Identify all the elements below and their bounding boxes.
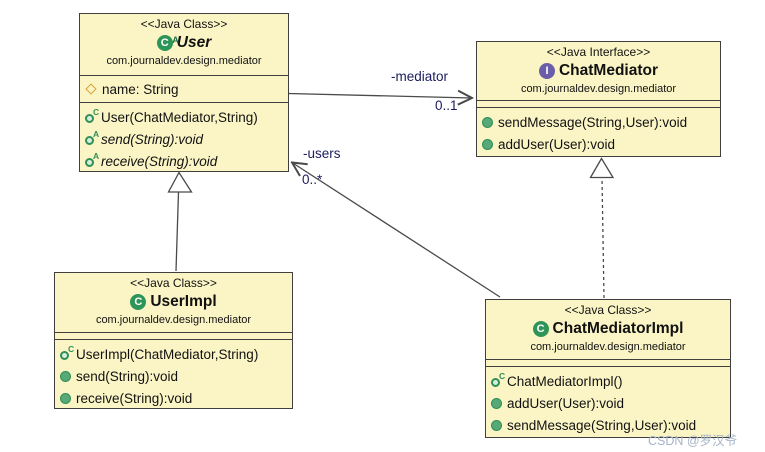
class-name: ChatMediatorImpl: [552, 320, 684, 337]
method-row: sendMessage(String,User):void: [491, 414, 725, 436]
association-role-users: -users: [303, 146, 341, 161]
class-box-userimpl: <<Java Class>> C UserImpl com.journaldev…: [54, 272, 293, 409]
stereotype-label: <<Java Class>>: [140, 17, 228, 31]
class-header-chatmediator: <<Java Interface>> I ChatMediator com.jo…: [477, 42, 720, 101]
public-method-icon: [491, 419, 502, 431]
method-label: send(String):void: [76, 368, 179, 384]
method-row: addUser(User):void: [482, 133, 715, 155]
method-label: addUser(User):void: [507, 395, 625, 411]
method-row: addUser(User):void: [491, 392, 725, 414]
constructor-method-icon: C: [60, 344, 74, 360]
method-label: sendMessage(String,User):void: [498, 114, 688, 130]
realization-chatmediatorimpl-line: [601, 177, 605, 299]
method-label: addUser(User):void: [498, 136, 616, 152]
class-box-chatmediatorimpl: <<Java Class>> C ChatMediatorImpl com.jo…: [485, 299, 731, 438]
abstract-method-icon: A: [85, 151, 99, 167]
stereotype-label: <<Java Class>>: [564, 303, 652, 317]
method-row: send(String):void: [60, 365, 287, 387]
method-row: A receive(String):void: [85, 150, 283, 172]
method-label: send(String):void: [101, 131, 204, 147]
class-box-chatmediator: <<Java Interface>> I ChatMediator com.jo…: [476, 41, 721, 157]
public-method-icon: [482, 138, 493, 150]
class-header-userimpl: <<Java Class>> C UserImpl com.journaldev…: [55, 273, 292, 333]
public-method-icon: [60, 370, 71, 382]
interface-icon: I: [538, 63, 555, 79]
public-method-icon: [491, 397, 502, 409]
generalization-userimpl-line: [175, 191, 180, 272]
attributes-section: name: String: [80, 76, 288, 103]
class-header-chatmediatorimpl: <<Java Class>> C ChatMediatorImpl com.jo…: [486, 300, 730, 360]
class-name-row: C ChatMediatorImpl: [486, 319, 730, 339]
constructor-method-icon: C: [491, 371, 505, 387]
attribute-label: name: String: [102, 81, 179, 97]
class-icon: C: [130, 294, 147, 310]
method-row: sendMessage(String,User):void: [482, 111, 715, 133]
methods-section: C ChatMediatorImpl() addUser(User):void …: [486, 367, 730, 436]
method-label: receive(String):void: [101, 153, 218, 169]
method-row: C UserImpl(ChatMediator,String): [60, 343, 287, 365]
class-icon: C: [532, 321, 549, 337]
method-label: User(ChatMediator,String): [101, 109, 258, 125]
class-name: ChatMediator: [558, 62, 659, 79]
methods-section: C User(ChatMediator,String) A send(Strin…: [80, 103, 288, 172]
package-name: com.journaldev.design.mediator: [520, 83, 677, 95]
method-row: A send(String):void: [85, 128, 283, 150]
generalization-triangle-icon: [167, 171, 193, 193]
methods-section: sendMessage(String,User):void addUser(Us…: [477, 108, 720, 155]
class-name: User: [176, 34, 212, 51]
watermark: CSDN @罗汉爷: [648, 434, 738, 448]
association-users-line: [292, 163, 501, 298]
class-name: UserImpl: [150, 293, 217, 310]
package-name: com.journaldev.design.mediator: [530, 341, 686, 353]
method-row: receive(String):void: [60, 387, 287, 409]
method-label: ChatMediatorImpl(): [507, 373, 623, 389]
abstract-method-icon: A: [85, 129, 99, 145]
stereotype-label: <<Java Interface>>: [546, 45, 651, 59]
stereotype-label: <<Java Class>>: [130, 276, 217, 290]
class-name-row: C UserImpl: [55, 292, 292, 312]
attributes-section-empty: [486, 360, 730, 367]
method-label: receive(String):void: [76, 390, 193, 406]
class-name-row: I ChatMediator: [477, 61, 720, 81]
method-label: sendMessage(String,User):void: [507, 417, 697, 433]
attributes-section-empty: [477, 101, 720, 108]
package-name: com.journaldev.design.mediator: [106, 55, 262, 67]
realization-triangle-icon: [589, 157, 615, 179]
attributes-section-empty: [55, 333, 292, 340]
package-name: com.journaldev.design.mediator: [95, 314, 252, 326]
method-label: UserImpl(ChatMediator,String): [76, 346, 259, 362]
field-visibility-icon: [85, 83, 97, 95]
methods-section: C UserImpl(ChatMediator,String) send(Str…: [55, 340, 292, 409]
method-row: C User(ChatMediator,String): [85, 106, 283, 128]
association-multiplicity-mediator: 0..1: [435, 98, 458, 113]
method-row: C ChatMediatorImpl(): [491, 370, 725, 392]
public-method-icon: [482, 116, 493, 128]
association-multiplicity-users: 0..*: [302, 172, 323, 187]
attribute-row: name: String: [85, 80, 283, 98]
public-method-icon: [60, 392, 71, 404]
association-role-mediator: -mediator: [391, 69, 449, 84]
constructor-method-icon: C: [85, 107, 99, 123]
